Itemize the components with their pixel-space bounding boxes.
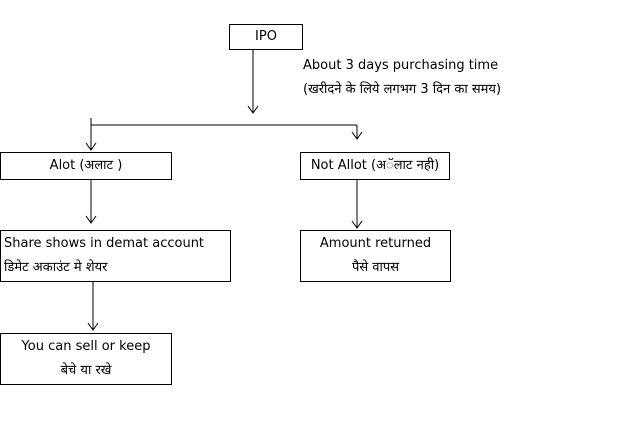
- share-shows-hindi: डिमेट अकाउंट मे शेयर: [4, 260, 108, 275]
- amount-returned-hindi: पैसे वापस: [351, 260, 400, 275]
- share-shows-node: Share shows in demat account डिमेट अकाउं…: [0, 230, 231, 282]
- sell-keep-hindi: बेचे या रखे: [60, 363, 112, 378]
- not-allot-node: Not Allot (अॅलाट नही): [300, 152, 450, 180]
- sell-keep-english: You can sell or keep: [21, 339, 151, 354]
- purchase-note-english: About 3 days purchasing time: [303, 58, 499, 73]
- share-shows-english: Share shows in demat account: [4, 236, 205, 251]
- alot-label: Alot (अलाट ): [49, 158, 123, 173]
- amount-arrowhead: [351, 220, 363, 229]
- share-arrowhead: [85, 215, 97, 224]
- sell-keep-node: You can sell or keep बेचे या रखे: [0, 333, 172, 385]
- alot-node: Alot (अलाट ): [0, 152, 172, 180]
- sell-arrowhead: [87, 322, 99, 331]
- ipo-node: IPO: [229, 24, 303, 50]
- not-allot-label: Not Allot (अॅलाट नही): [310, 158, 440, 173]
- amount-returned-english: Amount returned: [319, 236, 432, 251]
- purchase-note-hindi: (खरीदने के लिये लगभग 3 दिन का समय): [303, 82, 502, 97]
- not-allot-arrowhead: [351, 131, 363, 140]
- amount-returned-node: Amount returned पैसे वापस: [300, 230, 451, 282]
- ipo-label: IPO: [255, 29, 277, 44]
- alot-arrowhead: [85, 142, 97, 151]
- ipo-arrowhead: [247, 105, 259, 114]
